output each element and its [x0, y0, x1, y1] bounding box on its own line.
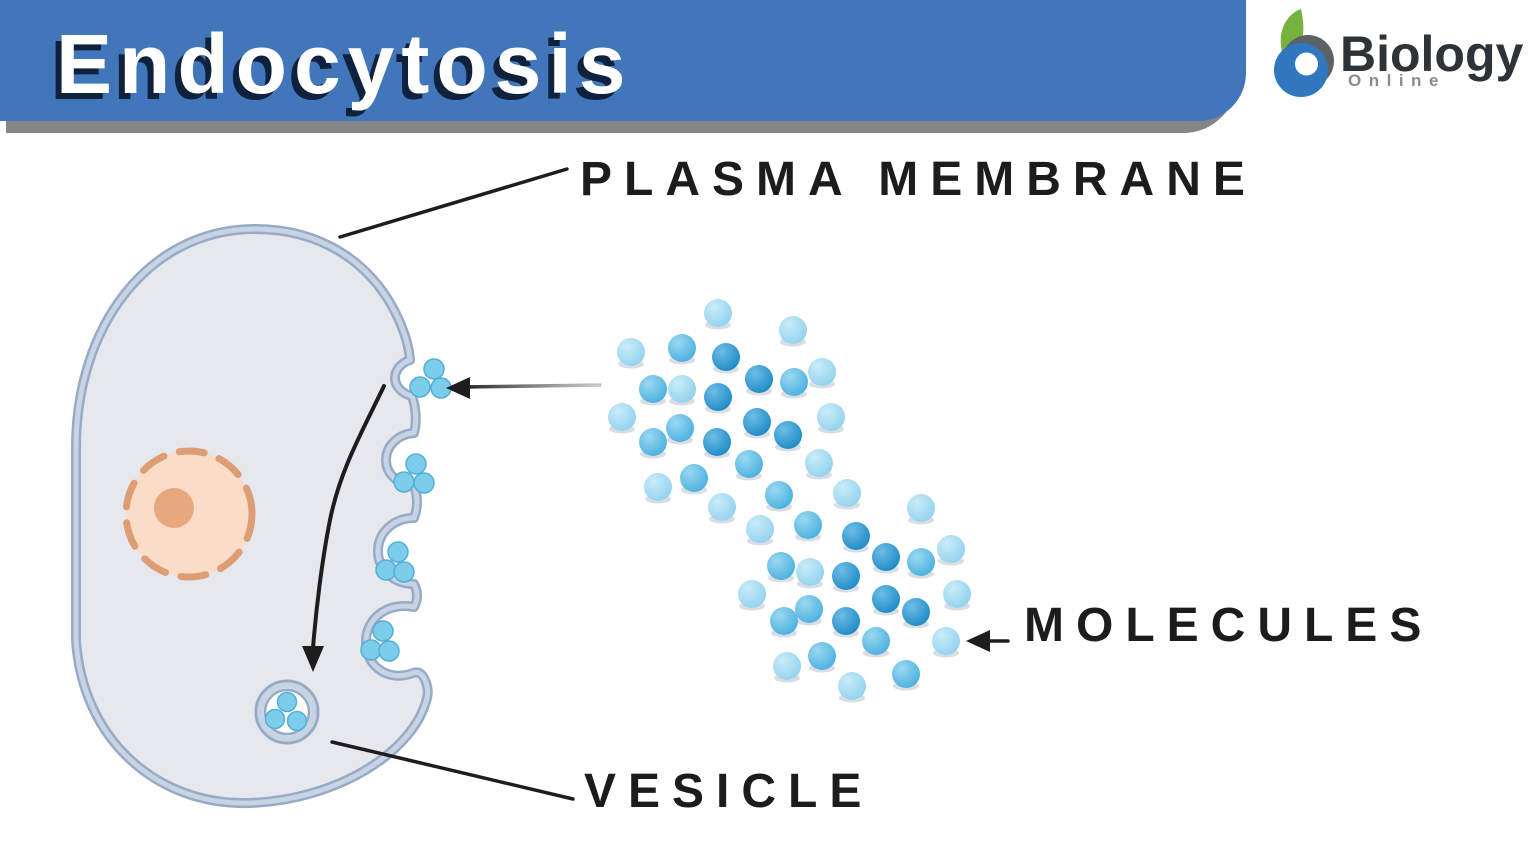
molecule-dot-medium [735, 450, 763, 478]
vesicle-molecules [264, 691, 308, 732]
vesicle-inner-ring [263, 688, 311, 736]
molecule-dot-medium [795, 595, 823, 623]
molecule-dot-light [668, 375, 696, 403]
molecule-dot-dark [832, 562, 860, 590]
pit-2-molecule-dot [393, 471, 415, 493]
label-plasma-membrane: PLASMA MEMBRANE [580, 153, 1257, 206]
molecule-dot-medium [666, 414, 694, 442]
molecule-dot-medium [680, 464, 708, 492]
plasma-membrane-band [73, 226, 431, 806]
vesicle [254, 679, 320, 745]
molecule-dot-medium [770, 607, 798, 635]
molecule-dot-light [746, 515, 774, 543]
vesicle-molecule-dot [276, 691, 298, 713]
molecules-label-arrow [966, 630, 1010, 652]
molecule-dot-light [838, 672, 866, 700]
label-molecules: MOLECULES [1024, 599, 1434, 652]
molecule-dot-light [932, 627, 960, 655]
molecule-dot-medium [639, 428, 667, 456]
vesicle-molecule-dot [264, 708, 286, 730]
molecule-dot-light [796, 558, 824, 586]
biology-online-logo-icon [1274, 9, 1334, 97]
molecule-dot-medium [780, 368, 808, 396]
molecule-dot-medium [907, 548, 935, 576]
molecule-dot-dark [704, 383, 732, 411]
molecule-dot-dark [842, 522, 870, 550]
molecule-dot-light [808, 358, 836, 386]
title-banner [0, 0, 1246, 121]
nucleolus [154, 488, 194, 528]
molecule-dot-medium [862, 627, 890, 655]
page-title: Endocytosis [56, 17, 633, 111]
cell [71, 223, 452, 809]
pit-3-molecule-dot [387, 541, 409, 563]
molecule-dot-medium [892, 660, 920, 688]
label-vesicle: VESICLE [584, 765, 874, 818]
molecule-dot-medium [639, 375, 667, 403]
molecule-dot-dark [832, 607, 860, 635]
molecule-dot-light [779, 316, 807, 344]
molecule-dot-light [817, 403, 845, 431]
pit-4-molecule-dot [372, 620, 394, 642]
pit-molecules [360, 358, 452, 662]
molecule-dot-dark [745, 365, 773, 393]
molecule-dot-medium [794, 511, 822, 539]
endocytosis-direction-arrow [302, 384, 386, 672]
pit-1-molecule-dot [423, 358, 445, 380]
plasma-membrane-pointer-line [338, 167, 569, 239]
molecule-dot-light [708, 493, 736, 521]
molecule-dot-dark [712, 343, 740, 371]
vesicle-molecule-dot [286, 710, 308, 732]
pit-3-molecule-dot [393, 561, 415, 583]
molecule-dot-medium [668, 334, 696, 362]
molecule-dot-dark [902, 598, 930, 626]
molecule-dot-medium [765, 481, 793, 509]
molecule-dot-light [937, 535, 965, 563]
logo-subtitle-text: Online [1348, 71, 1446, 90]
pit-2-molecule-dot [405, 453, 427, 475]
molecule-dot-medium [767, 552, 795, 580]
molecule-dot-light [704, 299, 732, 327]
logo-brand-text: Biology [1340, 26, 1524, 82]
molecule-dot-light [907, 494, 935, 522]
molecule-dot-medium [808, 642, 836, 670]
molecule-dot-light [773, 652, 801, 680]
pit-3-molecule-dot [375, 559, 397, 581]
pit-4-molecule-dot [378, 640, 400, 662]
molecule-dot-light [617, 338, 645, 366]
pit-1-molecule-dot [409, 376, 431, 398]
molecule-dot-dark [743, 408, 771, 436]
molecule-dot-dark [774, 421, 802, 449]
molecule-dot-light [608, 403, 636, 431]
molecule-dot-light [644, 473, 672, 501]
molecule-dot-light [738, 580, 766, 608]
pit-4-molecule-dot [360, 639, 382, 661]
molecule-dot-dark [872, 585, 900, 613]
molecules-to-pit-arrow [446, 377, 602, 399]
molecule-dot-light [805, 449, 833, 477]
vesicle-pointer-line [330, 740, 575, 801]
molecule-dot-dark [703, 428, 731, 456]
vesicle-membrane-band [257, 682, 317, 742]
logo-circle-hole [1295, 52, 1318, 76]
molecule-dot-dark [872, 543, 900, 571]
molecules-cluster [608, 299, 971, 703]
molecule-dot-light [833, 479, 861, 507]
molecule-dot-light [943, 580, 971, 608]
pit-2-molecule-dot [413, 472, 435, 494]
